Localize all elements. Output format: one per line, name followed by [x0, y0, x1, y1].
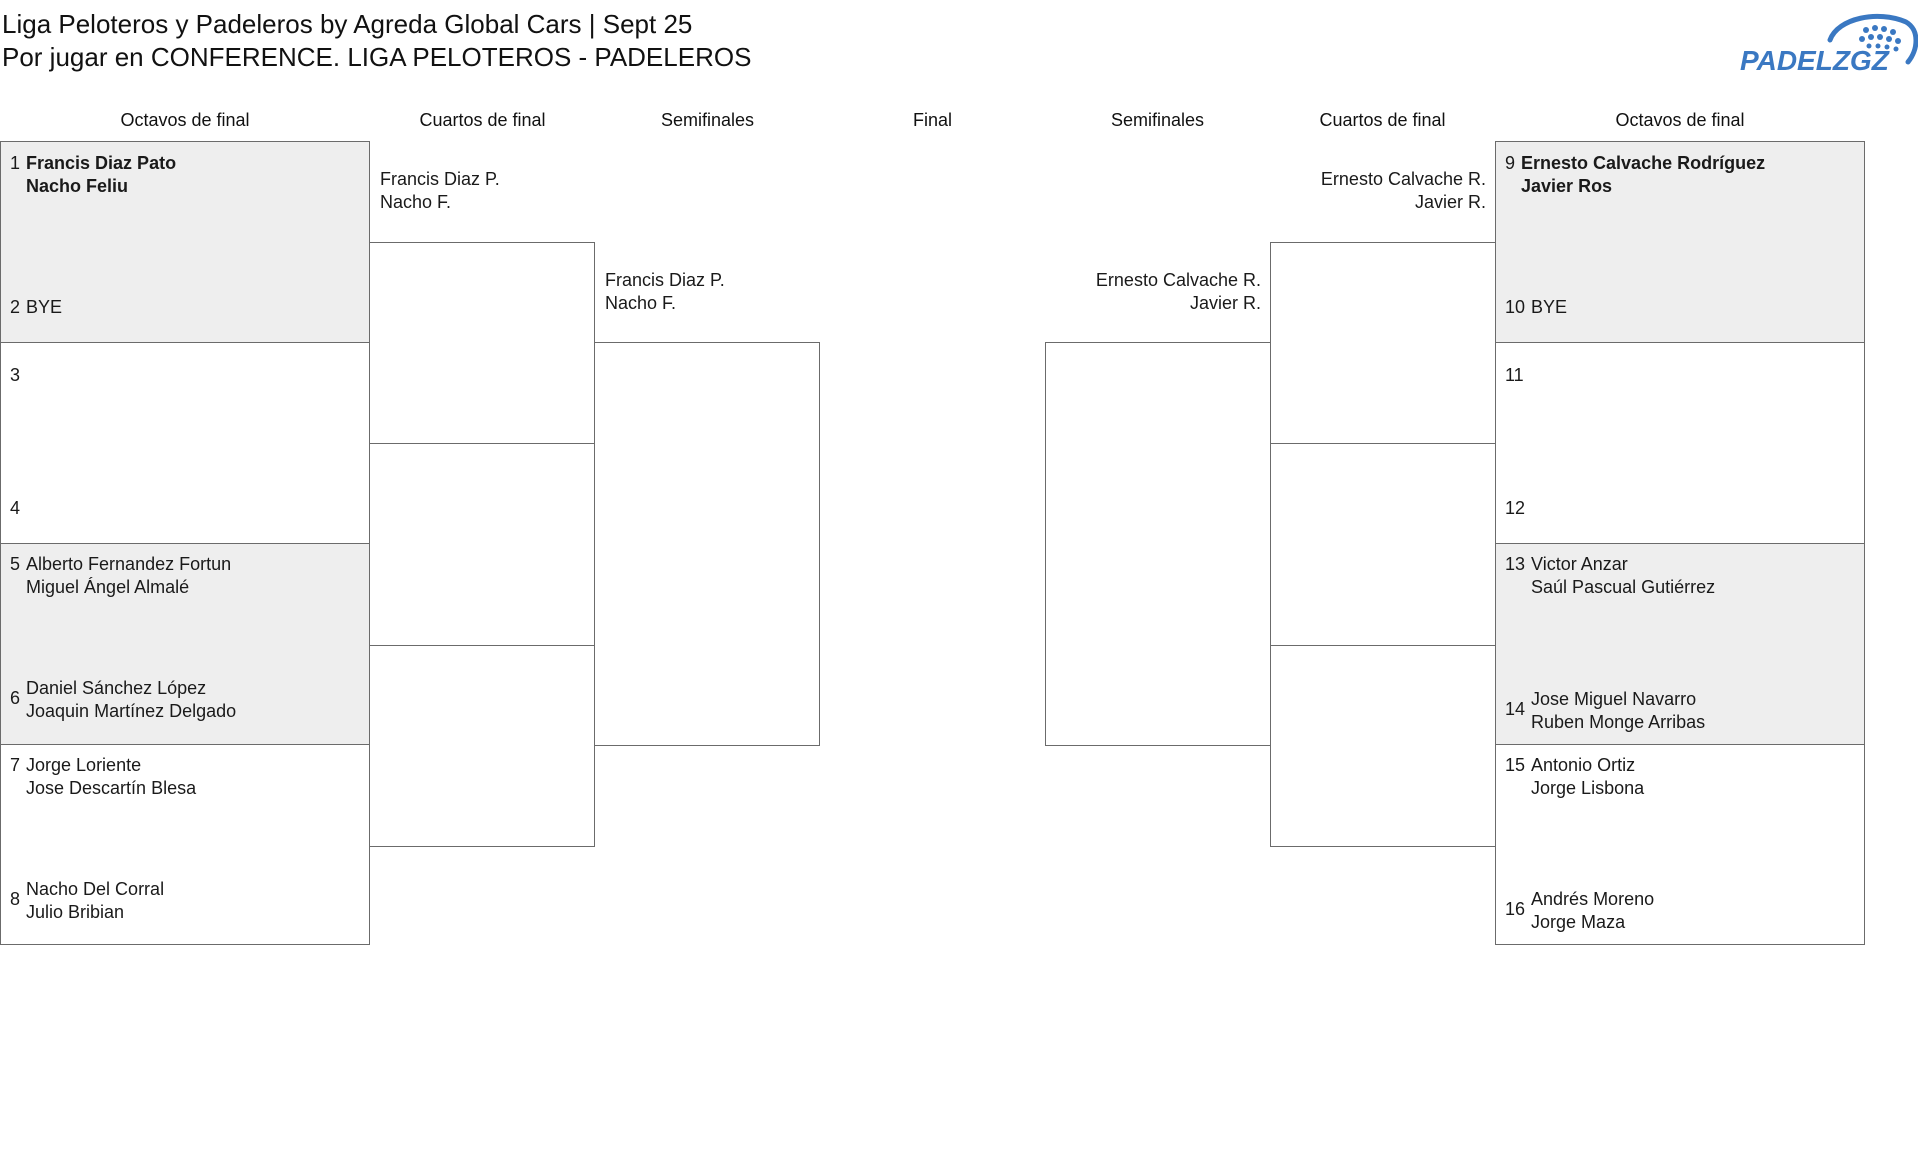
page-subtitle: Por jugar en CONFERENCE. LIGA PELOTEROS …	[2, 42, 752, 72]
header-right-cuartos: Cuartos de final	[1319, 110, 1446, 130]
seed-number: 3	[10, 365, 21, 385]
player-name: Julio Bribian	[26, 902, 125, 922]
advanced-right-cuartos: Ernesto Calvache R. Javier R.	[1270, 168, 1486, 214]
seed-3: 3	[10, 364, 26, 387]
seed-number: 15	[1505, 755, 1526, 775]
player-name: Jose Descartín Blesa	[26, 778, 197, 798]
player-name: Nacho Del Corral	[26, 879, 165, 899]
header-final: Final	[912, 110, 952, 130]
header-left-semis: Semifinales	[660, 110, 755, 130]
seed-number: 10	[1505, 297, 1526, 317]
player-name: Jorge Lisbona	[1531, 778, 1645, 798]
advanced-left-semis: Francis Diaz P. Nacho F.	[605, 269, 725, 315]
match-box-cuartos-1[interactable]	[369, 242, 595, 444]
header-right-semis: Semifinales	[1110, 110, 1205, 130]
header-left-octavos: Octavos de final	[120, 110, 250, 130]
seed-11: 11	[1505, 364, 1530, 387]
player-name: Saúl Pascual Gutiérrez	[1531, 577, 1716, 597]
seed-number: 1	[10, 153, 21, 173]
match-box-semis-left[interactable]	[594, 342, 820, 746]
seed-number: 2	[10, 297, 21, 317]
header-right-octavos: Octavos de final	[1615, 110, 1745, 130]
player-name: Jorge Loriente	[26, 755, 142, 775]
advanced-right-semis: Ernesto Calvache R. Javier R.	[1045, 269, 1261, 315]
match-box-octavos-3[interactable]	[0, 543, 370, 745]
player-name: Joaquin Martínez Delgado	[26, 701, 237, 721]
player-name: BYE	[1531, 297, 1568, 317]
player-name: Ernesto Calvache Rodríguez	[1521, 153, 1766, 173]
match-box-cuartos-4[interactable]	[1270, 645, 1496, 847]
player-name: Javier R.	[1189, 293, 1261, 313]
seed-number: 7	[10, 755, 21, 775]
player-name: Andrés Moreno	[1531, 889, 1655, 909]
seed-number: 8	[10, 889, 21, 909]
player-name: Ruben Monge Arribas	[1531, 712, 1706, 732]
seed-number: 14	[1505, 699, 1526, 719]
player-name: Nacho F.	[380, 192, 452, 212]
player-name: Daniel Sánchez López	[26, 678, 207, 698]
advanced-left-cuartos: Francis Diaz P. Nacho F.	[380, 168, 500, 214]
seed-number: 9	[1505, 153, 1516, 173]
match-box-semis-right[interactable]	[1045, 342, 1271, 746]
player-name: Nacho Feliu	[26, 176, 129, 196]
player-name: Ernesto Calvache R.	[1320, 169, 1486, 189]
match-box-octavos-8[interactable]	[1495, 744, 1865, 945]
player-name: Francis Diaz Pato	[26, 153, 177, 173]
seed-number: 11	[1505, 365, 1524, 385]
match-box-octavos-1[interactable]	[0, 141, 370, 343]
player-name: Victor Anzar	[1531, 554, 1628, 574]
player-name: Javier Ros	[1521, 176, 1613, 196]
player-name: Alberto Fernandez Fortun	[26, 554, 232, 574]
seed-number: 12	[1505, 498, 1526, 518]
seed-4: 4	[10, 497, 26, 520]
player-name: Nacho F.	[605, 293, 677, 313]
match-box-cuartos-3[interactable]	[1270, 242, 1496, 444]
seed-number: 16	[1505, 899, 1526, 919]
player-name: BYE	[26, 297, 63, 317]
padelzgz-logo: PADELZGZ	[1740, 13, 1918, 76]
player-name: Miguel Ángel Almalé	[26, 577, 190, 597]
header-left-cuartos: Cuartos de final	[419, 110, 546, 130]
player-name: Antonio Ortiz	[1531, 755, 1636, 775]
match-box-octavos-4[interactable]	[0, 744, 370, 945]
page-title: Liga Peloteros y Padeleros by Agreda Glo…	[2, 9, 693, 39]
player-name: Javier R.	[1414, 192, 1486, 212]
logo-text: PADELZGZ	[1740, 45, 1890, 76]
match-box-octavos-6[interactable]	[1495, 342, 1865, 544]
player-name: Francis Diaz P.	[605, 270, 725, 290]
seed-number: 13	[1505, 554, 1526, 574]
seed-12: 12	[1505, 497, 1531, 520]
player-name: Jorge Maza	[1531, 912, 1626, 932]
seed-number: 5	[10, 554, 21, 574]
player-name: Ernesto Calvache R.	[1095, 270, 1261, 290]
seed-number: 4	[10, 498, 21, 518]
player-name: Jose Miguel Navarro	[1531, 689, 1697, 709]
player-name: Francis Diaz P.	[380, 169, 500, 189]
seed-number: 6	[10, 688, 21, 708]
match-box-octavos-2[interactable]	[0, 342, 370, 544]
match-box-cuartos-2[interactable]	[369, 645, 595, 847]
